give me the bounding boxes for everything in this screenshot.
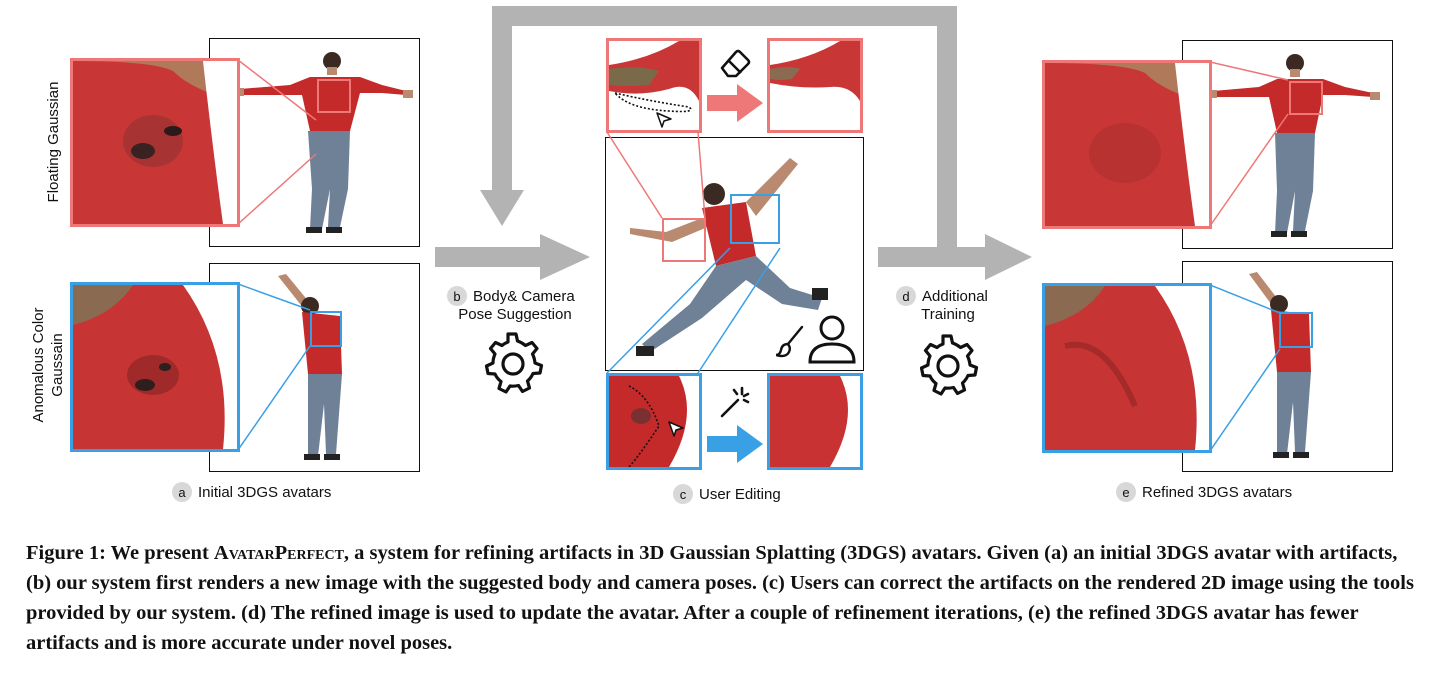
initial-avatar-raisedarm-panel <box>209 263 420 472</box>
step-d-label-line2: Training <box>921 306 975 323</box>
arrow-right-icon <box>707 84 763 122</box>
zoom-refined-floating <box>1042 60 1212 229</box>
caption-text: , a system for refining artifacts in 3D … <box>26 542 1414 654</box>
magic-wand-icon <box>720 386 750 418</box>
highlight-box-blue <box>1279 312 1313 348</box>
step-a-label: Initial 3DGS avatars <box>198 483 332 501</box>
caption-prefix: Figure 1: We present <box>26 542 214 564</box>
highlight-box-red <box>317 79 351 113</box>
highlight-box-red <box>662 218 706 262</box>
zoom-edit-after-erase <box>767 38 863 133</box>
gear-icon <box>919 334 979 396</box>
highlight-box-blue <box>730 194 780 244</box>
zoom-refined-anomalous <box>1042 283 1212 453</box>
zoom-edit-after-recolor <box>767 373 863 470</box>
row-label-anomalous: Anomalous Color Gaussain <box>30 285 70 445</box>
step-badge: a <box>172 482 192 502</box>
zoom-anomalous-color <box>70 282 240 452</box>
step-b-caption: b Body& Camera <box>447 286 575 306</box>
zoom-connector-lines <box>606 131 781 374</box>
step-c-caption: c User Editing <box>673 484 781 504</box>
user-icon <box>808 315 856 364</box>
step-c-label: User Editing <box>699 485 781 503</box>
avatar-figure <box>630 158 828 356</box>
step-e-caption: e Refined 3DGS avatars <box>1116 482 1292 502</box>
refined-avatar-tpose-panel <box>1182 40 1393 249</box>
zoom-floating-gaussian <box>70 58 240 227</box>
initial-avatar-tpose-panel <box>209 38 420 247</box>
step-badge: d <box>896 286 916 306</box>
step-badge: b <box>447 286 467 306</box>
step-e-label: Refined 3DGS avatars <box>1142 483 1293 501</box>
eraser-icon <box>720 49 751 78</box>
zoom-edit-before-recolor <box>606 373 702 470</box>
avatar-figure <box>1249 272 1311 458</box>
zoom-connector-lines <box>238 59 317 225</box>
figure-caption: Figure 1: We present AvatarPerfect, a sy… <box>26 538 1416 658</box>
row-label-anomalous-line2: Gaussain <box>48 333 66 397</box>
row-label-floating: Floating Gaussian <box>45 81 62 203</box>
cursor-icon <box>668 421 684 437</box>
arrow-right-icon <box>707 425 763 463</box>
gear-icon <box>484 332 544 394</box>
cursor-icon <box>656 112 672 128</box>
row-label-anomalous-line1: Anomalous Color <box>30 307 47 423</box>
avatar-figure <box>278 274 342 460</box>
caption-system-name: AvatarPerfect <box>213 542 344 564</box>
step-b-label-line2: Pose Suggestion <box>458 306 572 323</box>
avatar-figure <box>234 52 413 233</box>
zoom-connector-lines <box>1210 61 1289 227</box>
step-badge: e <box>1116 482 1136 502</box>
zoom-edit-before-erase <box>606 38 702 133</box>
highlight-box-red <box>1289 81 1323 115</box>
zoom-connector-lines <box>238 283 311 451</box>
avatar-figure <box>1207 54 1380 237</box>
zoom-connector-lines <box>1210 284 1281 452</box>
step-d-label-line1: Additional <box>922 287 988 305</box>
highlight-box-blue <box>310 311 342 347</box>
refined-avatar-raisedarm-panel <box>1182 261 1393 472</box>
step-b-label-line1: Body& Camera <box>473 287 575 305</box>
brush-icon <box>776 325 804 358</box>
step-d-caption: d Additional <box>896 286 988 306</box>
step-a-caption: a Initial 3DGS avatars <box>172 482 331 502</box>
step-badge: c <box>673 484 693 504</box>
